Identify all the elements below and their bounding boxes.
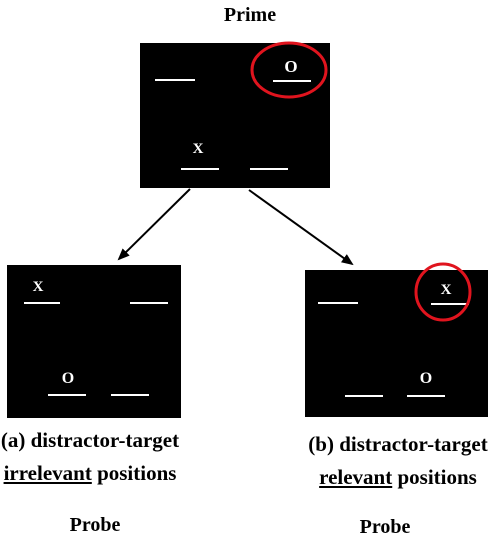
probe-a-placeholder-bottom-left bbox=[48, 394, 86, 396]
probe-a-target-letter: O bbox=[61, 370, 75, 387]
probe-a-display: X O bbox=[7, 265, 181, 418]
prime-target-letter: O bbox=[284, 57, 298, 76]
probe-b-caption: (b) distractor-target relevant positions bbox=[296, 428, 500, 494]
prime-highlight-circle bbox=[250, 41, 328, 99]
probe-b-caption-rest: positions bbox=[392, 465, 477, 489]
probe-a-placeholder-top-left bbox=[24, 302, 60, 304]
probe-a-caption-underlined: irrelevant bbox=[3, 461, 92, 485]
prime-title: Prime bbox=[223, 4, 277, 26]
probe-a-footer: Probe bbox=[69, 514, 121, 536]
probe-a-placeholder-bottom-right bbox=[111, 394, 149, 396]
probe-b-target-letter: O bbox=[419, 370, 433, 387]
probe-a-caption: (a) distractor-target irrelevant positio… bbox=[0, 424, 180, 490]
prime-distractor-letter: X bbox=[192, 141, 204, 157]
prime-placeholder-bottom-right bbox=[250, 168, 288, 170]
probe-b-footer: Probe bbox=[359, 516, 411, 538]
probe-b-highlight-circle bbox=[414, 262, 472, 322]
probe-b-display: X O bbox=[305, 270, 488, 417]
probe-a-caption-line1: (a) distractor-target bbox=[0, 428, 180, 452]
probe-b-placeholder-top-left bbox=[318, 302, 358, 304]
probe-a-distractor-letter: X bbox=[32, 279, 44, 295]
prime-placeholder-bottom-left bbox=[181, 168, 219, 170]
probe-b-caption-line2: relevant positions bbox=[296, 461, 500, 494]
probe-b-caption-line1: (b) distractor-target bbox=[308, 432, 488, 456]
probe-a-caption-rest: positions bbox=[91, 461, 177, 485]
probe-b-placeholder-bottom-right bbox=[407, 395, 445, 397]
arrow-to-probe-a bbox=[117, 188, 191, 261]
probe-b-distractor-letter: X bbox=[440, 282, 452, 298]
arrow-to-probe-b bbox=[248, 189, 354, 266]
prime-placeholder-top-left bbox=[155, 79, 195, 81]
prime-display: O X bbox=[140, 43, 330, 188]
probe-a-caption-line2: irrelevant positions bbox=[0, 457, 180, 490]
probe-b-placeholder-bottom-left bbox=[345, 395, 383, 397]
prime-placeholder-top-right bbox=[273, 80, 311, 82]
probe-b-placeholder-top-right bbox=[431, 303, 469, 305]
probe-b-caption-underlined: relevant bbox=[319, 465, 393, 489]
probe-a-placeholder-top-right bbox=[130, 302, 168, 304]
